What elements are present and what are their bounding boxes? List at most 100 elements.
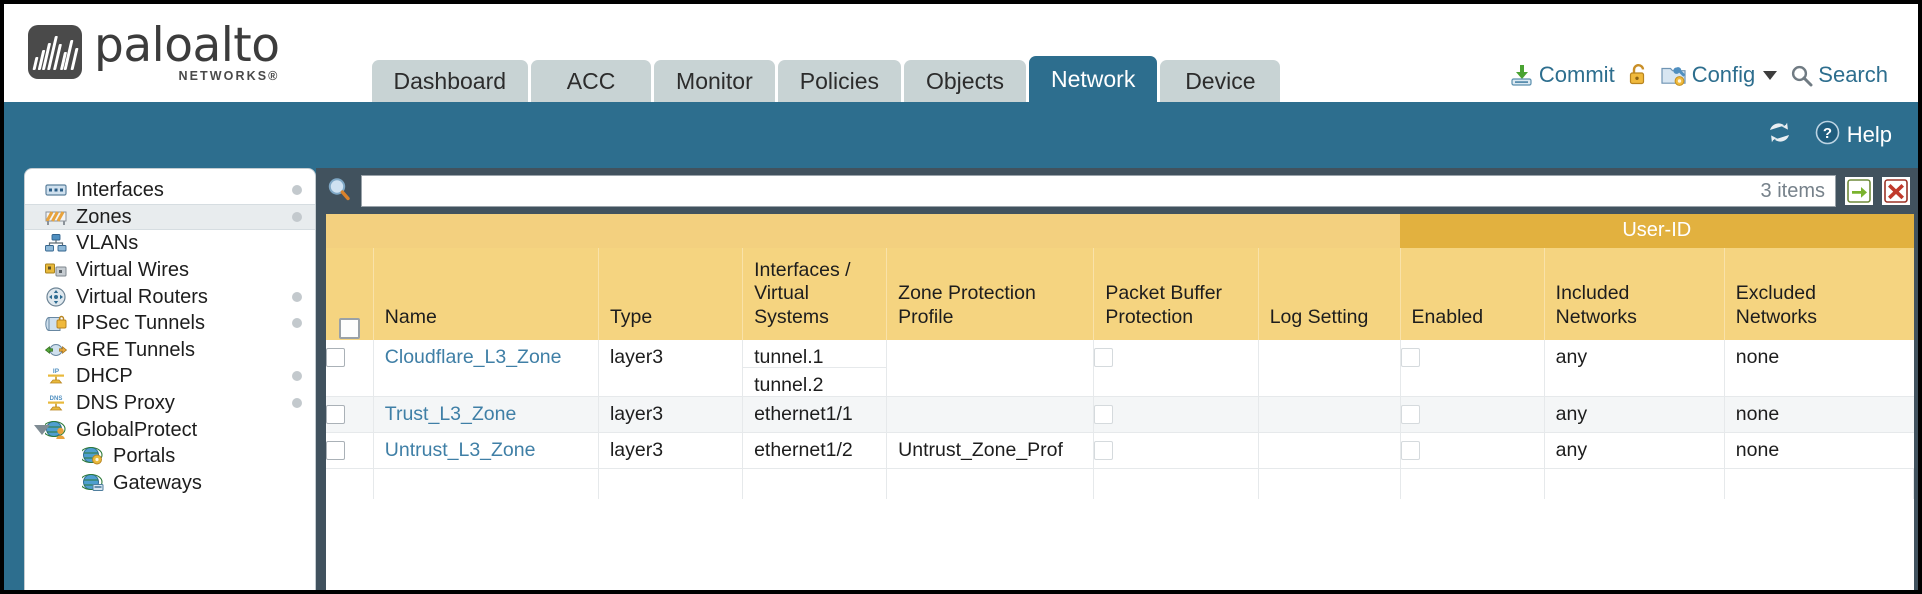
sidebar-item-globalprotect[interactable]: GlobalProtect bbox=[25, 416, 315, 443]
search-label: Search bbox=[1818, 62, 1888, 87]
column-header-excluded-networks[interactable]: Excluded Networks bbox=[1724, 248, 1914, 340]
clear-filter-button[interactable] bbox=[1882, 177, 1910, 205]
cell-name[interactable]: Trust_L3_Zone bbox=[373, 396, 599, 433]
row-select-cell[interactable] bbox=[326, 432, 374, 469]
tab-dashboard[interactable]: Dashboard bbox=[371, 60, 529, 102]
apply-filter-button[interactable] bbox=[1845, 177, 1873, 205]
filler-cell bbox=[1724, 468, 1914, 499]
virtual-wires-icon bbox=[45, 260, 67, 280]
sidebar-item-label: Portals bbox=[113, 445, 176, 468]
column-header-interfaces[interactable]: Interfaces / Virtual Systems bbox=[742, 248, 888, 340]
zone-name-link[interactable]: Untrust_L3_Zone bbox=[384, 439, 536, 461]
sidebar-item-dns-proxy[interactable]: DNS DNS Proxy bbox=[25, 390, 315, 417]
sidebar-item-gre-tunnels[interactable]: GRE Tunnels bbox=[25, 337, 315, 364]
row-checkbox[interactable] bbox=[326, 441, 345, 461]
lock-button[interactable] bbox=[1628, 63, 1648, 87]
sidebar-item-label: GRE Tunnels bbox=[76, 338, 195, 361]
row-select-cell[interactable] bbox=[326, 340, 374, 397]
tab-acc[interactable]: ACC bbox=[531, 60, 652, 102]
tab-network[interactable]: Network bbox=[1028, 56, 1158, 102]
config-button[interactable]: Config bbox=[1661, 62, 1778, 88]
paloalto-logo-icon bbox=[28, 24, 82, 79]
column-header-name[interactable]: Name bbox=[373, 248, 599, 340]
sidebar-item-virtual-routers[interactable]: Virtual Routers bbox=[25, 283, 315, 310]
user-id-enabled-checkbox[interactable] bbox=[1400, 348, 1420, 368]
cell-user-id-enabled[interactable] bbox=[1400, 396, 1545, 433]
group-header-user-id: User-ID bbox=[1400, 214, 1914, 248]
help-button[interactable]: ? Help bbox=[1815, 120, 1892, 151]
sidebar-item-label: DNS Proxy bbox=[76, 392, 175, 415]
tab-policies[interactable]: Policies bbox=[777, 60, 901, 102]
cell-name[interactable]: Untrust_L3_Zone bbox=[373, 432, 599, 469]
sidebar-item-ipsec-tunnels[interactable]: IPSec Tunnels bbox=[25, 310, 315, 337]
column-header-included-networks[interactable]: Included Networks bbox=[1544, 248, 1725, 340]
table-filler-row bbox=[326, 468, 1914, 499]
config-icon bbox=[1661, 63, 1686, 87]
column-header-type[interactable]: Type bbox=[598, 248, 744, 340]
refresh-icon[interactable] bbox=[1766, 120, 1793, 150]
table-row[interactable]: Cloudflare_L3_Zone layer3 tunnel.1 tunne… bbox=[326, 340, 1914, 397]
filler-cell bbox=[1400, 468, 1545, 499]
status-dot bbox=[292, 318, 302, 329]
status-dot bbox=[292, 211, 302, 222]
vlans-icon bbox=[45, 233, 67, 253]
search-input[interactable] bbox=[372, 180, 1753, 202]
sidebar-item-interfaces[interactable]: Interfaces bbox=[25, 177, 315, 204]
cell-excluded-networks: none bbox=[1724, 340, 1914, 397]
sidebar-item-zones[interactable]: Zones bbox=[25, 203, 315, 231]
interface-entry: ethernet1/1 bbox=[754, 403, 853, 425]
cell-log-setting bbox=[1258, 396, 1401, 433]
select-all-checkbox[interactable] bbox=[338, 317, 360, 339]
sidebar-item-label: DHCP bbox=[76, 365, 133, 388]
filler-cell bbox=[598, 468, 744, 499]
sidebar-item-label: Virtual Routers bbox=[76, 285, 208, 308]
network-sidebar: Interfaces Zones bbox=[24, 168, 316, 590]
tab-objects[interactable]: Objects bbox=[904, 60, 1026, 102]
expand-collapse-triangle-icon[interactable] bbox=[34, 424, 50, 435]
packet-buffer-checkbox[interactable] bbox=[1094, 441, 1114, 461]
sidebar-item-portals[interactable]: Portals bbox=[25, 443, 315, 470]
user-id-enabled-checkbox[interactable] bbox=[1400, 405, 1420, 425]
sidebar-item-virtual-wires[interactable]: Virtual Wires bbox=[25, 257, 315, 284]
chevron-down-icon[interactable] bbox=[1763, 70, 1778, 80]
table-row[interactable]: Untrust_L3_Zone layer3 ethernet1/2 Untru… bbox=[326, 432, 1914, 469]
filler-cell bbox=[373, 468, 599, 499]
portals-icon bbox=[82, 446, 104, 466]
search-icon[interactable] bbox=[326, 176, 352, 207]
cell-name[interactable]: Cloudflare_L3_Zone bbox=[373, 340, 599, 397]
tab-device[interactable]: Device bbox=[1160, 60, 1281, 102]
zone-name-link[interactable]: Trust_L3_Zone bbox=[384, 403, 517, 425]
user-id-enabled-checkbox[interactable] bbox=[1400, 441, 1420, 461]
row-checkbox[interactable] bbox=[326, 348, 345, 368]
cell-packet-buffer-protection[interactable] bbox=[1093, 340, 1259, 397]
packet-buffer-checkbox[interactable] bbox=[1094, 348, 1114, 368]
sidebar-item-gateways[interactable]: Gateways bbox=[25, 470, 315, 497]
cell-user-id-enabled[interactable] bbox=[1400, 432, 1545, 469]
sidebar-item-label: IPSec Tunnels bbox=[76, 312, 205, 335]
row-select-cell[interactable] bbox=[326, 396, 374, 433]
cell-included-networks: any bbox=[1544, 432, 1725, 469]
select-all-header[interactable] bbox=[326, 248, 374, 340]
row-checkbox[interactable] bbox=[326, 405, 345, 425]
cell-type: layer3 bbox=[598, 340, 744, 397]
dns-proxy-icon: DNS bbox=[45, 393, 67, 413]
filter-input-wrapper[interactable]: 3 items bbox=[361, 175, 1836, 207]
sidebar-item-dhcp[interactable]: IP DHCP bbox=[25, 363, 315, 390]
search-button[interactable]: Search bbox=[1790, 62, 1888, 88]
column-header-log-setting[interactable]: Log Setting bbox=[1258, 248, 1401, 340]
commit-button[interactable]: Commit bbox=[1509, 62, 1615, 88]
column-header-packet-buffer-protection[interactable]: Packet Buffer Protection bbox=[1093, 248, 1259, 340]
cell-packet-buffer-protection[interactable] bbox=[1093, 396, 1259, 433]
zone-name-link[interactable]: Cloudflare_L3_Zone bbox=[384, 346, 562, 368]
table-row[interactable]: Trust_L3_Zone layer3 ethernet1/1 bbox=[326, 396, 1914, 433]
commit-icon bbox=[1509, 63, 1533, 87]
cell-packet-buffer-protection[interactable] bbox=[1093, 432, 1259, 469]
packet-buffer-checkbox[interactable] bbox=[1094, 405, 1114, 425]
sidebar-item-vlans[interactable]: VLANs bbox=[25, 230, 315, 257]
tab-monitor[interactable]: Monitor bbox=[654, 60, 775, 102]
interface-entry: tunnel.2 bbox=[754, 374, 824, 396]
column-header-zone-protection-profile[interactable]: Zone Protection Profile bbox=[886, 248, 1095, 340]
cell-user-id-enabled[interactable] bbox=[1400, 340, 1545, 397]
lock-icon bbox=[1628, 63, 1648, 87]
column-header-enabled[interactable]: Enabled bbox=[1400, 248, 1545, 340]
